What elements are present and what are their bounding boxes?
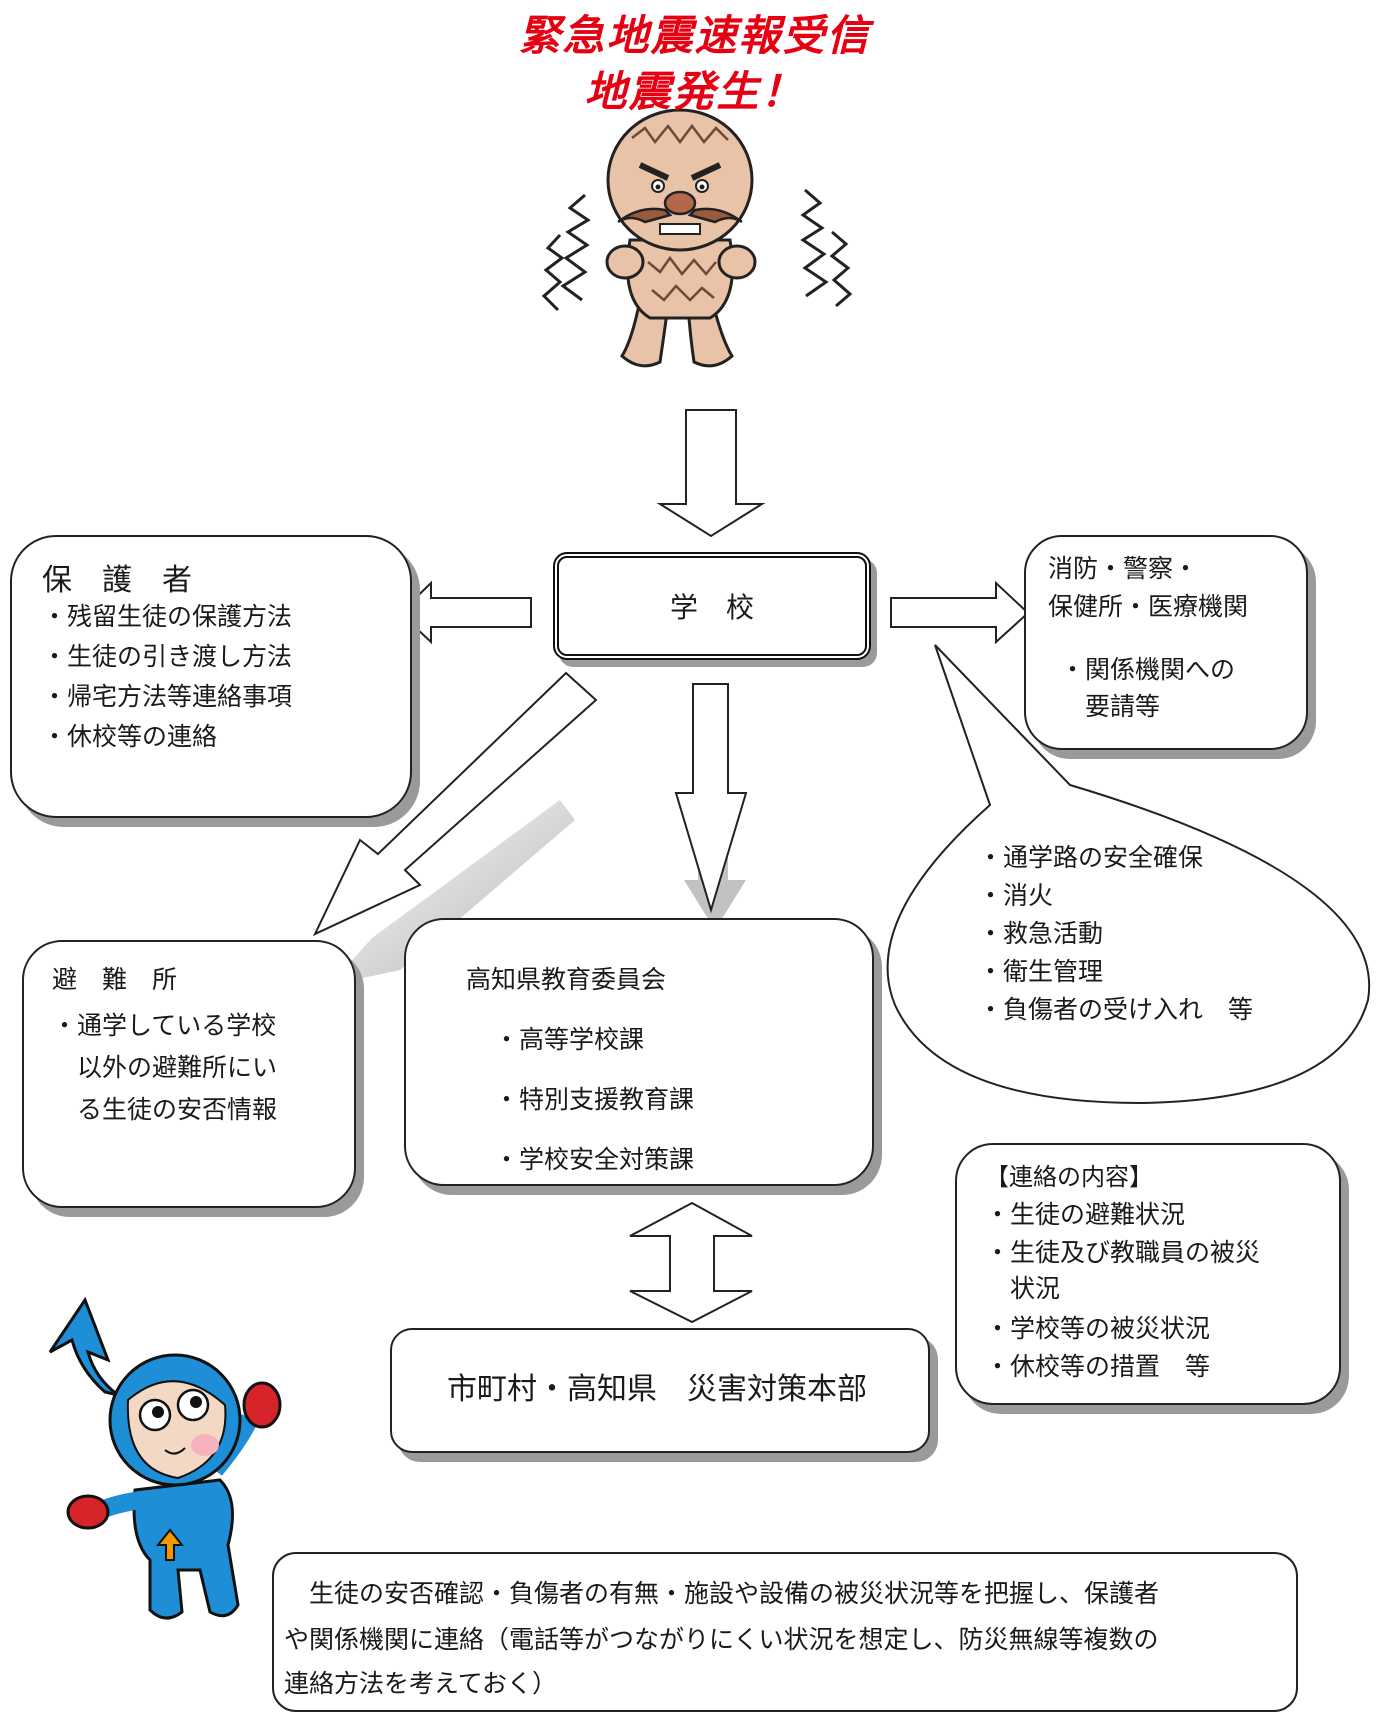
balloon-item: ・負傷者の受け入れ 等 [978,995,1254,1024]
double-arrow-board-hq [629,1201,753,1324]
note-line: や関係機関に連絡（電話等がつながりにくい状況を想定し、防災無線等複数の [284,1625,1159,1654]
agencies-box: 消防・警察・ 保健所・医療機関 ・関係機関への 要請等 [1024,535,1308,750]
title-line-2: 地震発生！ [584,67,805,116]
balloon-item: ・消火 [978,881,1054,910]
shelter-item: る生徒の安否情報 [52,1095,278,1124]
arrow-to-guardians [398,580,532,645]
note-line: 生徒の安否確認・負傷者の有無・施設や設備の被災状況等を把握し、保護者 [284,1579,1160,1608]
guardians-heading: 保 護 者 [42,563,192,598]
contact-item: ・生徒及び教職員の被災 [985,1238,1261,1267]
shelter-heading: 避 難 所 [52,965,178,994]
title-line-1: 緊急地震速報受信 [518,11,871,60]
board-item: ・学校安全対策課 [494,1145,695,1174]
shelter-item: ・通学している学校 [52,1011,277,1040]
safety-mascot-icon [48,1296,282,1620]
guardians-item: ・残留生徒の保護方法 [42,602,293,631]
note-line: 連絡方法を考えておく） [284,1669,558,1698]
balloon-item: ・通学路の安全確保 [978,843,1204,872]
balloon-item: ・衛生管理 [978,957,1104,986]
guardians-item: ・生徒の引き渡し方法 [42,642,293,671]
contact-item: ・学校等の被災状況 [985,1314,1211,1343]
arrow-down-to-school [656,409,766,538]
board-item: ・高等学校課 [494,1025,645,1054]
contact-item: 状況 [985,1274,1061,1303]
contact-item: ・生徒の避難状況 [985,1200,1186,1229]
speech-balloon-shape [886,644,1371,1105]
namazu-monster-icon [541,108,853,368]
contact-box: 【連絡の内容】 ・生徒の避難状況 ・生徒及び教職員の被災 状況 ・学校等の被災状… [955,1143,1341,1405]
disaster-hq-label: 市町村・高知県 災害対策本部 [447,1372,867,1407]
school-label: 学 校 [669,591,754,624]
agencies-item: ・関係機関への [1060,655,1236,684]
arrow-to-shelter [312,671,598,937]
note-box: 生徒の安否確認・負傷者の有無・施設や設備の被災状況等を把握し、保護者 や関係機関… [272,1552,1298,1712]
agencies-item: 要請等 [1060,692,1161,721]
school-box: 学 校 [553,552,871,660]
agencies-heading-2: 保健所・医療機関 [1048,592,1249,621]
shelter-box: 避 難 所 ・通学している学校 以外の避難所にい る生徒の安否情報 [22,940,356,1208]
contact-heading: 【連絡の内容】 [985,1163,1153,1191]
shelter-item: 以外の避難所にい [52,1053,278,1082]
arrow-to-board [674,683,748,914]
arrow-to-agencies [890,580,1030,645]
guardians-item: ・休校等の連絡 [42,722,218,751]
board-box: 高知県教育委員会 ・高等学校課 ・特別支援教育課 ・学校安全対策課 [404,918,874,1186]
contact-item: ・休校等の措置 等 [985,1352,1211,1381]
board-heading: 高知県教育委員会 [466,965,667,994]
balloon-item: ・救急活動 [978,919,1104,948]
board-item: ・特別支援教育課 [494,1085,695,1114]
disaster-hq-box: 市町村・高知県 災害対策本部 [390,1328,930,1453]
agencies-heading-1: 消防・警察・ [1048,554,1199,583]
guardians-box: 保 護 者 ・残留生徒の保護方法 ・生徒の引き渡し方法 ・帰宅方法等連絡事項 ・… [10,535,412,818]
guardians-item: ・帰宅方法等連絡事項 [42,682,293,711]
